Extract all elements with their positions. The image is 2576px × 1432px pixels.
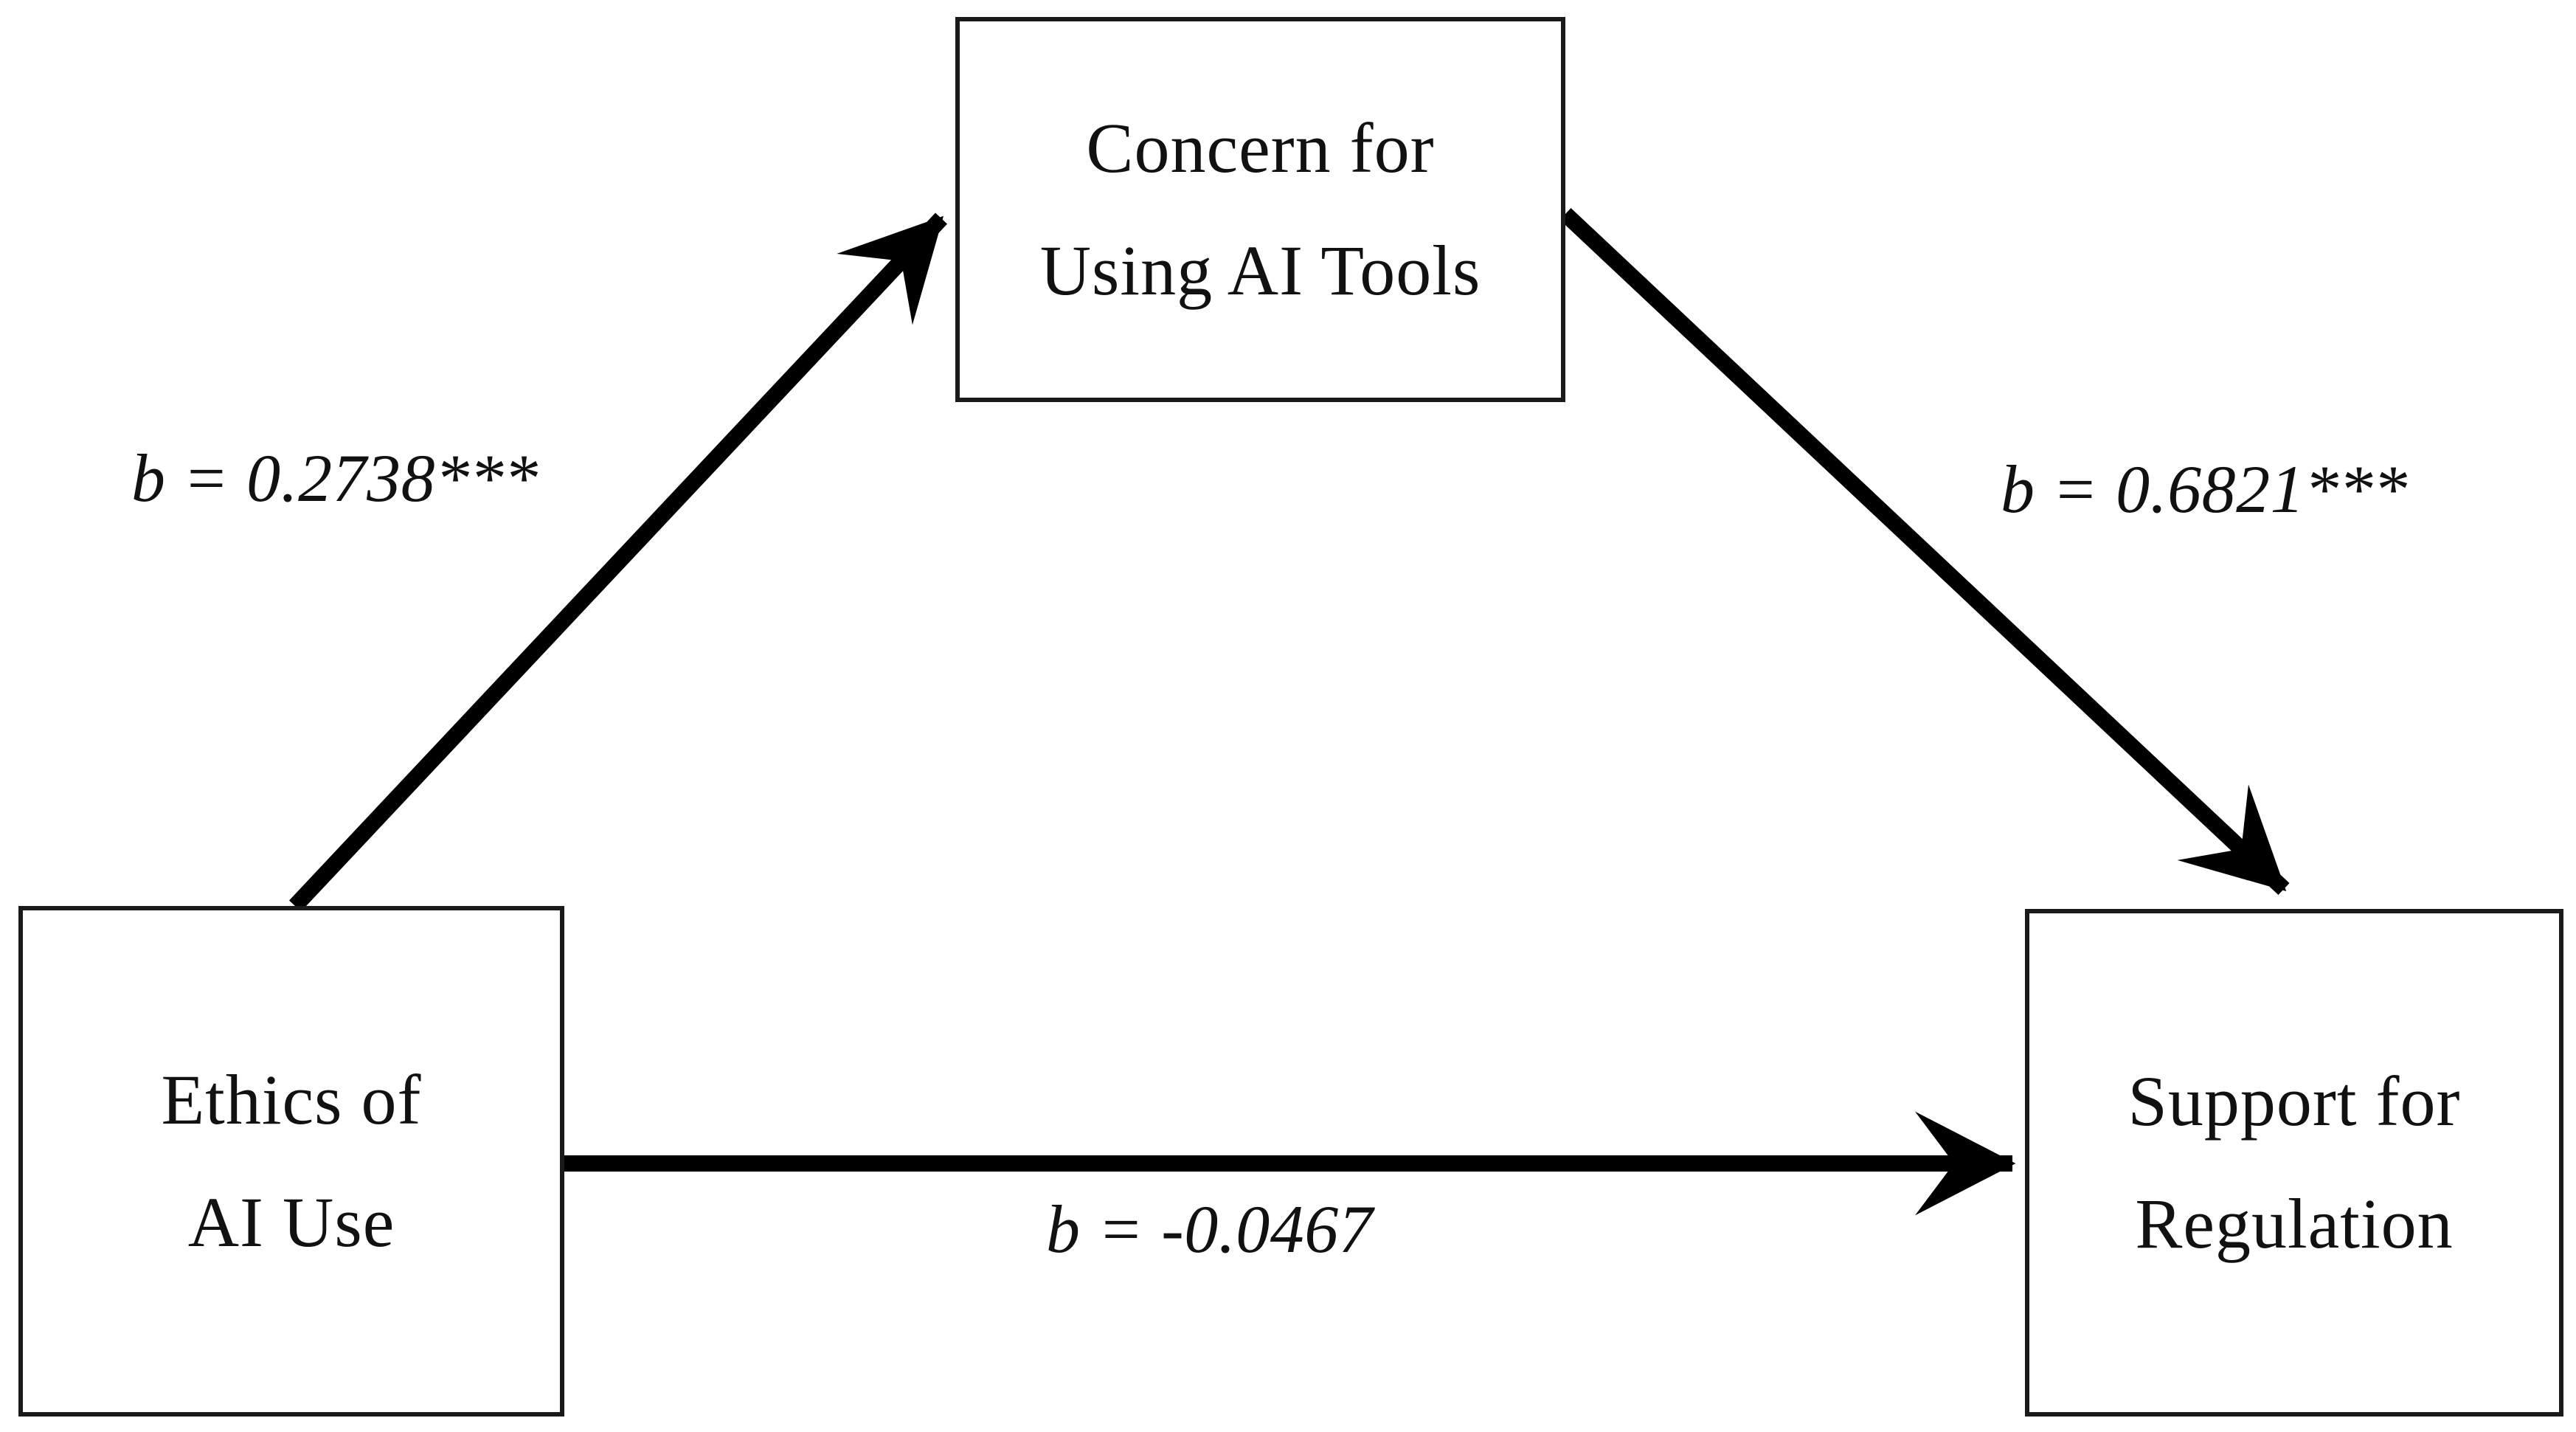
- arrow-path-b: [1559, 207, 2290, 896]
- node-ethics-of-ai-use: Ethics of AI Use: [18, 906, 564, 1417]
- path-b-coefficient-label: b = 0.6821***: [2001, 452, 2408, 527]
- arrow-path-a: [288, 212, 948, 912]
- node-predictor-line1: Ethics of: [161, 1060, 422, 1139]
- node-mediator-line1: Concern for: [1086, 108, 1435, 187]
- path-c-coefficient-label: b = -0.0467: [1046, 1191, 1374, 1267]
- node-mediator-line2: Using AI Tools: [1039, 231, 1481, 310]
- node-concern-for-using-ai-tools: Concern for Using AI Tools: [955, 17, 1565, 402]
- path-a-coefficient-label: b = 0.2738***: [131, 440, 539, 516]
- node-support-for-regulation: Support for Regulation: [2025, 909, 2563, 1417]
- node-outcome-line2: Regulation: [2135, 1184, 2454, 1263]
- node-predictor-line2: AI Use: [187, 1183, 395, 1262]
- node-outcome-line1: Support for: [2127, 1062, 2461, 1141]
